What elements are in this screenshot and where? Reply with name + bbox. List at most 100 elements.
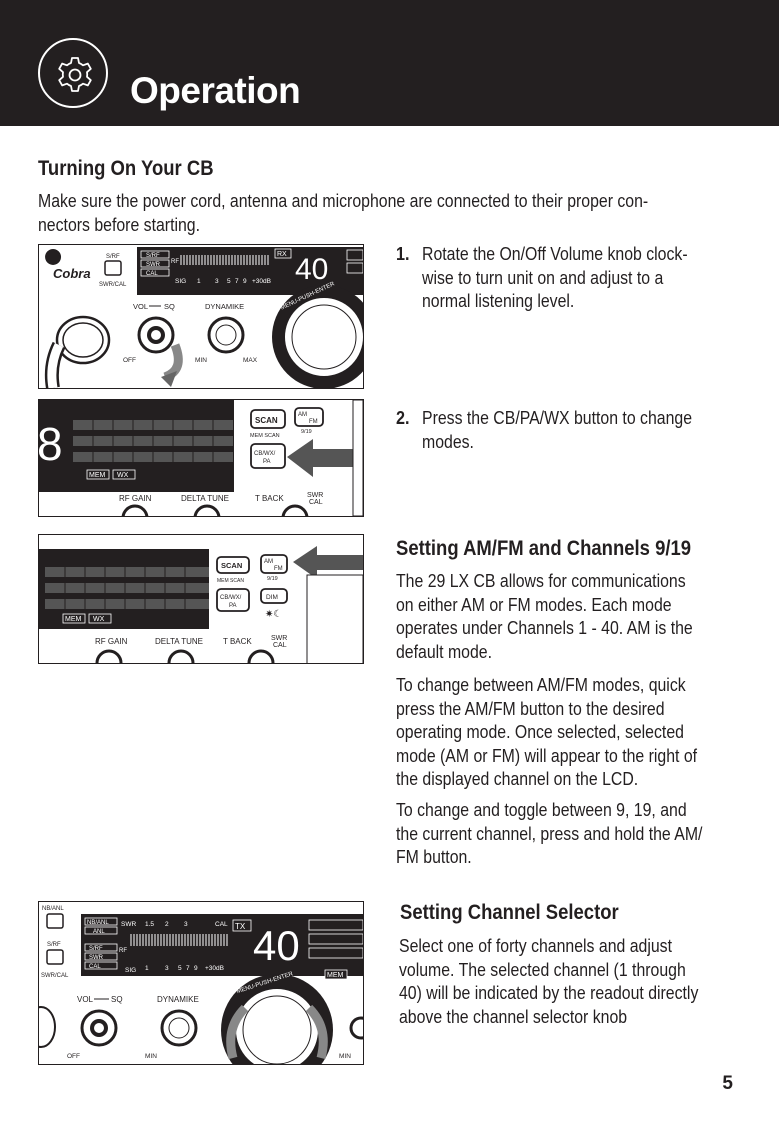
sig-label: SIG bbox=[125, 967, 136, 974]
step-number: 2. bbox=[396, 408, 410, 428]
dim-button[interactable] bbox=[260, 588, 288, 604]
am-fm-button[interactable] bbox=[260, 554, 288, 574]
vol-label: VOL bbox=[133, 302, 148, 311]
arrow-icon bbox=[287, 439, 357, 477]
text-line: volume. The selected channel (1 through bbox=[399, 959, 686, 980]
min-label: MIN bbox=[145, 1053, 157, 1060]
text-line: The 29 LX CB allows for communications bbox=[396, 571, 686, 591]
header-icon-circle bbox=[38, 38, 108, 108]
dynamike-knob[interactable] bbox=[207, 316, 245, 354]
sig-label: SIG bbox=[175, 278, 186, 285]
step-line: wise to turn unit on and adjust to a bbox=[422, 267, 664, 288]
swr-tick: 2 bbox=[165, 921, 169, 928]
am-fm-paragraph-1: The 29 LX CB allows for communications o… bbox=[396, 570, 693, 664]
meter-label: S/RF bbox=[146, 253, 160, 259]
channel-selector-knob[interactable] bbox=[283, 296, 363, 378]
mem-scan-label: MEM SCAN bbox=[217, 578, 244, 584]
nb-anl-box-label: NB/ANL bbox=[87, 920, 109, 926]
text-line: press the AM/FM button to the desired bbox=[396, 698, 665, 719]
anl-box-label: ANL bbox=[93, 929, 105, 935]
am-fm-paragraph-2: To change between AM/FM modes, quick pre… bbox=[396, 674, 697, 792]
nine19-label: 9/19 bbox=[267, 576, 278, 582]
step-number: 1. bbox=[396, 244, 410, 264]
scale-tick: +30dB bbox=[205, 965, 224, 972]
cb-wx-label: CB/WX/ bbox=[220, 595, 242, 601]
wx-indicator: WX bbox=[93, 616, 105, 623]
swr-tick: 1.5 bbox=[145, 921, 154, 928]
text-line: FM button. bbox=[396, 847, 472, 867]
cb-wx-pa-button[interactable] bbox=[216, 588, 250, 612]
s-rf-button[interactable] bbox=[104, 260, 122, 276]
gear-icon bbox=[58, 57, 92, 92]
radio-panel-volume: Cobra S/RF SWR/CAL S/RF SWR CAL RF SIG 1… bbox=[38, 244, 364, 389]
channel-selector-knob[interactable] bbox=[234, 987, 320, 1064]
am-fm-button[interactable] bbox=[294, 407, 324, 427]
nb-anl-button[interactable] bbox=[46, 913, 64, 929]
page-number: 5 bbox=[722, 1073, 733, 1094]
wx-indicator: WX bbox=[117, 472, 129, 479]
text-line: To change between AM/FM modes, quick bbox=[396, 675, 686, 695]
cb-wx-pa-button[interactable] bbox=[250, 443, 286, 469]
radio-panel-mode: 8 MEM WX SCAN MEM SCAN AM FM 9/19 CB/WX/… bbox=[38, 399, 364, 517]
sq-label: SQ bbox=[111, 995, 123, 1004]
am-label: AM bbox=[298, 412, 307, 418]
text-line: on either AM or FM modes. Each mode bbox=[396, 594, 672, 615]
scan-button[interactable] bbox=[250, 409, 286, 429]
scale-tick: 5 bbox=[178, 965, 182, 972]
intro-paragraph: Make sure the power cord, antenna and mi… bbox=[38, 190, 648, 237]
text-line: 40) will be indicated by the readout dir… bbox=[399, 983, 699, 1003]
fm-label: FM bbox=[309, 419, 318, 425]
scale-tick: 7 bbox=[235, 278, 239, 285]
brand-label: Cobra bbox=[53, 266, 91, 281]
text-line: Select one of forty channels and adjust bbox=[399, 936, 672, 956]
meter-label: CAL bbox=[146, 271, 158, 277]
swr-scale-label: SWR bbox=[121, 921, 136, 928]
text-line: operates under Channels 1 - 40. AM is th… bbox=[396, 618, 693, 638]
channel-selector-paragraph: Select one of forty channels and adjust … bbox=[399, 935, 698, 1029]
step-line: modes. bbox=[422, 431, 474, 452]
text-line: operating mode. Once selected, selected bbox=[396, 722, 684, 742]
text-line: To change and toggle between 9, 19, and bbox=[396, 800, 687, 820]
fm-label: FM bbox=[274, 566, 283, 572]
text-line: default mode. bbox=[396, 641, 492, 662]
scale-tick: 7 bbox=[186, 965, 190, 972]
swr-label: SWR bbox=[271, 635, 287, 642]
scan-button[interactable] bbox=[216, 556, 250, 574]
cal-label: CAL bbox=[273, 642, 287, 649]
tx-indicator: TX bbox=[235, 922, 246, 931]
intro-line: nectors before starting. bbox=[38, 214, 201, 235]
rf-gain-label: RF GAIN bbox=[119, 494, 152, 503]
t-back-label: T BACK bbox=[223, 637, 252, 646]
s-rf-button[interactable] bbox=[46, 949, 64, 965]
swr-cal-label: SWR/CAL bbox=[99, 282, 127, 288]
min-label: MIN bbox=[195, 357, 207, 364]
text-line: mode (AM or FM) will appear to the right… bbox=[396, 745, 698, 766]
scale-tick: 1 bbox=[145, 965, 149, 972]
rf-label: RF bbox=[171, 259, 179, 265]
meter-label: CAL bbox=[89, 964, 101, 970]
scale-tick: +30dB bbox=[252, 278, 271, 285]
rf-label: RF bbox=[119, 948, 127, 954]
swr-label: SWR bbox=[307, 492, 323, 499]
swr-tick: 3 bbox=[184, 921, 188, 928]
scale-tick: 9 bbox=[243, 278, 247, 285]
dynamike-knob[interactable] bbox=[160, 1009, 198, 1047]
dynamike-label: DYNAMIKE bbox=[205, 302, 244, 311]
text-line: the current channel, press and hold the … bbox=[396, 823, 703, 844]
text-line: above the channel selector knob bbox=[399, 1006, 628, 1027]
meter-label: SWR bbox=[146, 262, 161, 268]
text-line: the displayed channel on the LCD. bbox=[396, 769, 639, 789]
arrow-icon bbox=[293, 546, 363, 579]
mem-indicator: MEM bbox=[65, 616, 82, 623]
s-rf-label: S/RF bbox=[106, 254, 120, 260]
scale-tick: 1 bbox=[197, 278, 201, 285]
delta-tune-label: DELTA TUNE bbox=[181, 494, 229, 503]
cb-wx-label: CB/WX/ bbox=[254, 451, 276, 457]
cal-scale-label: CAL bbox=[215, 921, 228, 928]
dim-label: DIM bbox=[266, 594, 278, 601]
section-heading-turning-on: Turning On Your CB bbox=[38, 157, 214, 180]
nine19-label: 9/19 bbox=[301, 429, 312, 435]
t-back-label: T BACK bbox=[255, 494, 284, 503]
pa-label: PA bbox=[229, 603, 237, 609]
rf-gain-label: RF GAIN bbox=[95, 637, 128, 646]
